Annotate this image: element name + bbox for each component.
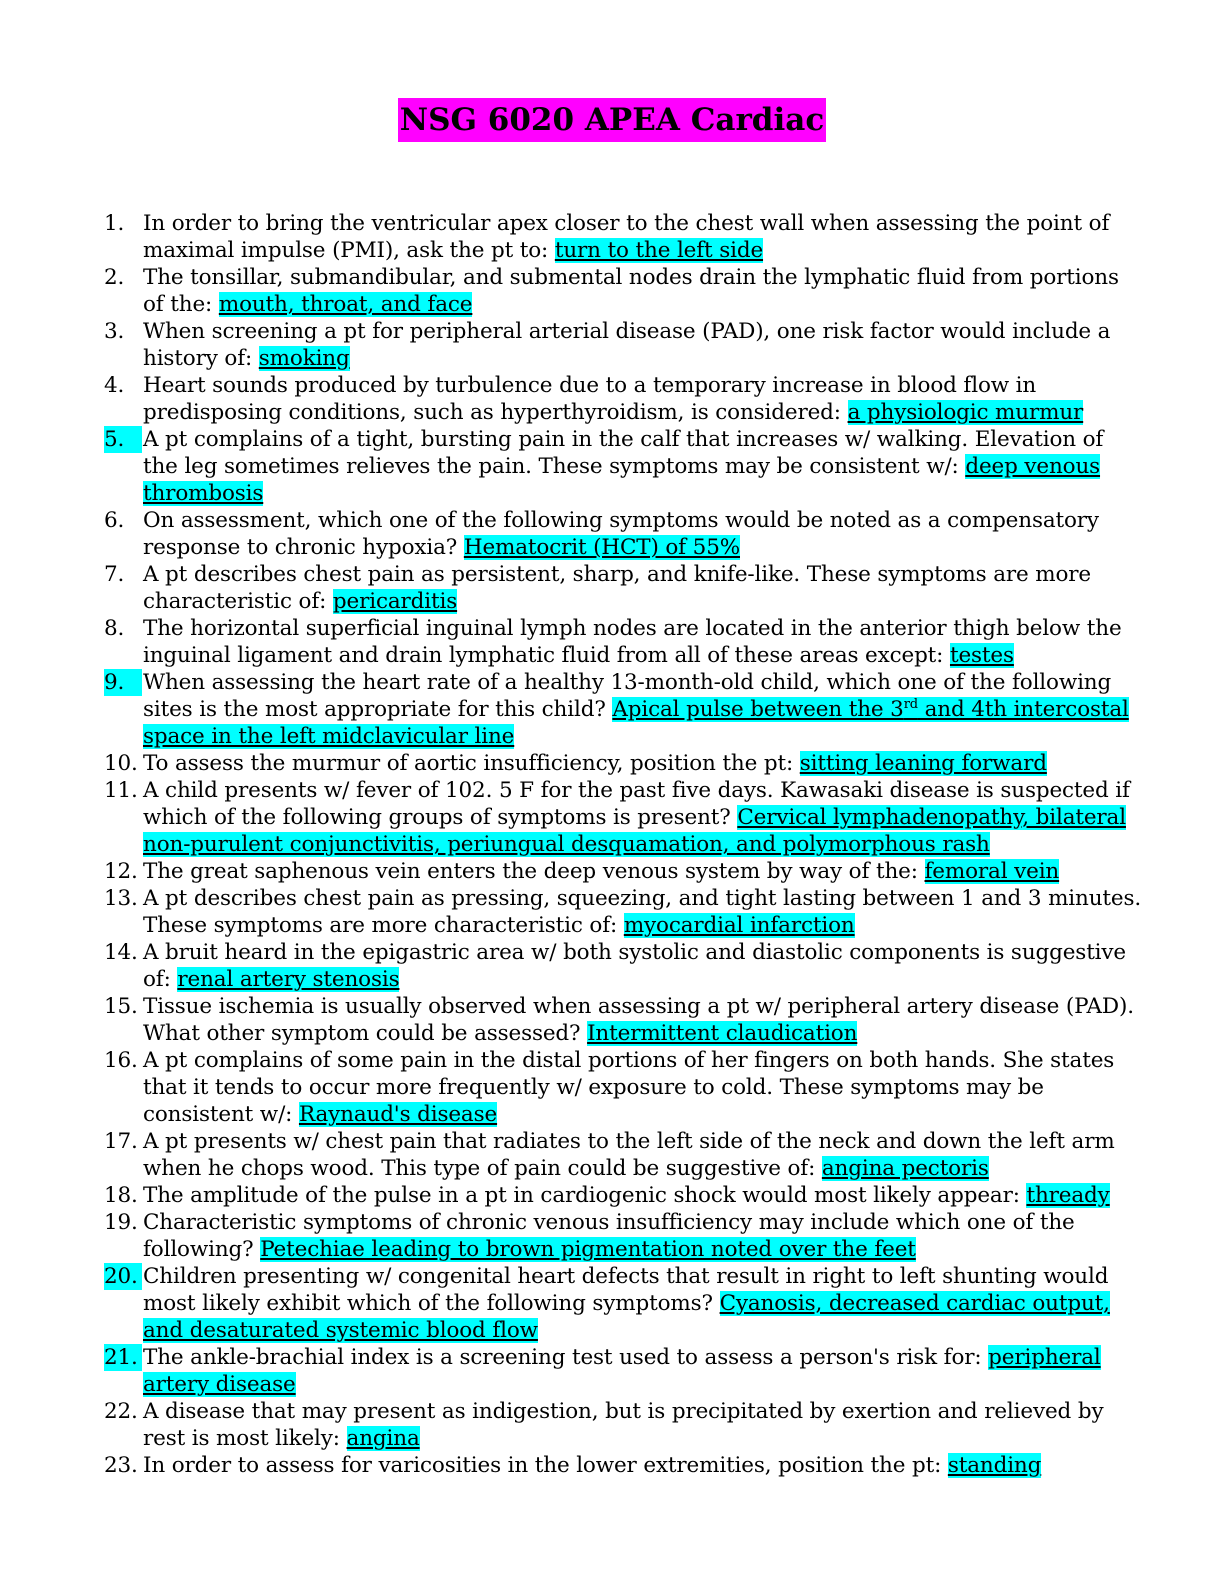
question-text: When screening a pt for peripheral arter…: [143, 319, 1111, 371]
question-text: A pt presents w/ chest pain that radiate…: [143, 1129, 1115, 1181]
question-text: The horizontal superficial inguinal lymp…: [143, 616, 1122, 668]
question-number: 8.: [104, 616, 125, 641]
question-number: 18.: [104, 1183, 138, 1208]
question-text: In order to bring the ventricular apex c…: [143, 211, 1110, 263]
question-item: 4. Heart sounds produced by turbulence du…: [0, 372, 1224, 426]
question-item: 20.Children presenting w/ congenital hea…: [0, 1263, 1224, 1344]
answer-text: renal artery stenosis: [177, 967, 400, 992]
answer-text: angina: [346, 1426, 420, 1451]
answer-text: pericarditis: [332, 589, 458, 614]
question-item: 12.The great saphenous vein enters the d…: [0, 858, 1224, 885]
question-text: Children presenting w/ congenital heart …: [143, 1264, 1109, 1316]
question-number: 7.: [104, 562, 125, 587]
question-number: 19.: [104, 1210, 138, 1235]
question-number: 16.: [104, 1048, 138, 1073]
answer-text-part: and 4th intercostal space in the left mi…: [143, 697, 1129, 749]
question-item: 3. When screening a pt for peripheral art…: [0, 318, 1224, 372]
answer-text: Raynaud's disease: [298, 1102, 498, 1127]
answer-text: mouth, throat, and face: [218, 292, 473, 317]
question-number: 10.: [104, 751, 138, 776]
question-item: 1. In order to bring the ventricular apex…: [0, 210, 1224, 264]
question-item: 11.A child presents w/ fever of 102. 5 F…: [0, 777, 1224, 858]
question-text: A pt describes chest pain as pressing, s…: [143, 886, 1142, 938]
question-item: 8. The horizontal superficial inguinal ly…: [0, 615, 1224, 669]
question-text: A bruit heard in the epigastric area w/ …: [143, 940, 1126, 992]
answer-superscript: rd: [903, 696, 918, 712]
question-item: 7. A pt describes chest pain as persisten…: [0, 561, 1224, 615]
question-text: When assessing the heart rate of a healt…: [143, 670, 1112, 722]
question-list: 1. In order to bring the ventricular apex…: [0, 210, 1224, 1479]
question-number: 12.: [104, 859, 138, 884]
question-text: A child presents w/ fever of 102. 5 F fo…: [143, 778, 1130, 830]
answer-text: testes: [949, 643, 1014, 668]
answer-text: standing: [947, 1453, 1042, 1478]
question-item: 19.Characteristic symptoms of chronic ve…: [0, 1209, 1224, 1263]
question-text: The ankle-brachial index is a screening …: [143, 1345, 989, 1370]
question-item: 9.When assessing the heart rate of a hea…: [0, 669, 1224, 750]
question-text: To assess the murmur of aortic insuffici…: [143, 751, 800, 776]
title-container: NSG 6020 APEA Cardiac: [0, 98, 1224, 142]
question-number: 15.: [104, 994, 138, 1019]
question-text: Tissue ischemia is usually observed when…: [143, 994, 1134, 1046]
question-text: On assessment, which one of the followin…: [143, 508, 1099, 560]
question-number: 20.: [104, 1263, 142, 1290]
question-item: 2. The tonsillar, submandibular, and subm…: [0, 264, 1224, 318]
question-item: 18.The amplitude of the pulse in a pt in…: [0, 1182, 1224, 1209]
question-text: In order to assess for varicosities in t…: [143, 1453, 948, 1478]
question-number: 21.: [104, 1344, 142, 1371]
question-number: 1.: [104, 211, 125, 236]
answer-text: angina pectoris: [821, 1156, 989, 1181]
question-item: 5.A pt complains of a tight, bursting pa…: [0, 426, 1224, 507]
answer-text: a physiologic murmur: [847, 400, 1084, 425]
answer-text: Intermittent claudication: [587, 1021, 858, 1046]
question-item: 15.Tissue ischemia is usually observed w…: [0, 993, 1224, 1047]
question-item: 10.To assess the murmur of aortic insuff…: [0, 750, 1224, 777]
answer-text: smoking: [258, 346, 350, 371]
question-text: The tonsillar, submandibular, and submen…: [143, 265, 1119, 317]
question-number: 13.: [104, 886, 138, 911]
question-number: 2.: [104, 265, 125, 290]
question-item: 14.A bruit heard in the epigastric area …: [0, 939, 1224, 993]
answer-text: femoral vein: [924, 859, 1060, 884]
answer-text: Hematocrit (HCT) of 55%: [463, 535, 740, 560]
question-number: 17.: [104, 1129, 138, 1154]
question-number: 23.: [104, 1453, 138, 1478]
question-text: A disease that may present as indigestio…: [143, 1399, 1104, 1451]
question-item: 21.The ankle-brachial index is a screeni…: [0, 1344, 1224, 1398]
question-text: The amplitude of the pulse in a pt in ca…: [143, 1183, 1027, 1208]
question-number: 14.: [104, 940, 138, 965]
question-text: Heart sounds produced by turbulence due …: [143, 373, 1037, 425]
question-item: 17.A pt presents w/ chest pain that radi…: [0, 1128, 1224, 1182]
question-number: 3.: [104, 319, 125, 344]
question-number: 11.: [104, 778, 138, 803]
answer-text: thready: [1026, 1183, 1110, 1208]
question-text: Characteristic symptoms of chronic venou…: [143, 1210, 1075, 1262]
question-text: A pt complains of some pain in the dista…: [143, 1048, 1115, 1127]
question-text: A pt complains of a tight, bursting pain…: [143, 427, 1104, 479]
question-item: 6. On assessment, which one of the follow…: [0, 507, 1224, 561]
question-item: 23.In order to assess for varicosities i…: [0, 1452, 1224, 1479]
question-item: 16.A pt complains of some pain in the di…: [0, 1047, 1224, 1128]
answer-text: myocardial infarction: [623, 913, 855, 938]
question-number: 22.: [104, 1399, 138, 1424]
question-number: 4.: [104, 373, 125, 398]
question-number: 5.: [104, 426, 142, 453]
question-text: The great saphenous vein enters the deep…: [143, 859, 925, 884]
answer-text: turn to the left side: [554, 238, 764, 263]
answer-text-part: Apical pulse between the 3: [612, 697, 904, 722]
question-number: 9.: [104, 669, 142, 696]
question-number: 6.: [104, 508, 125, 533]
answer-text: sitting leaning forward: [799, 751, 1047, 776]
question-item: 13.A pt describes chest pain as pressing…: [0, 885, 1224, 939]
question-text: A pt describes chest pain as persistent,…: [143, 562, 1091, 614]
answer-text: Petechiae leading to brown pigmentation …: [260, 1237, 916, 1262]
document-title: NSG 6020 APEA Cardiac: [397, 98, 827, 142]
question-item: 22.A disease that may present as indiges…: [0, 1398, 1224, 1452]
